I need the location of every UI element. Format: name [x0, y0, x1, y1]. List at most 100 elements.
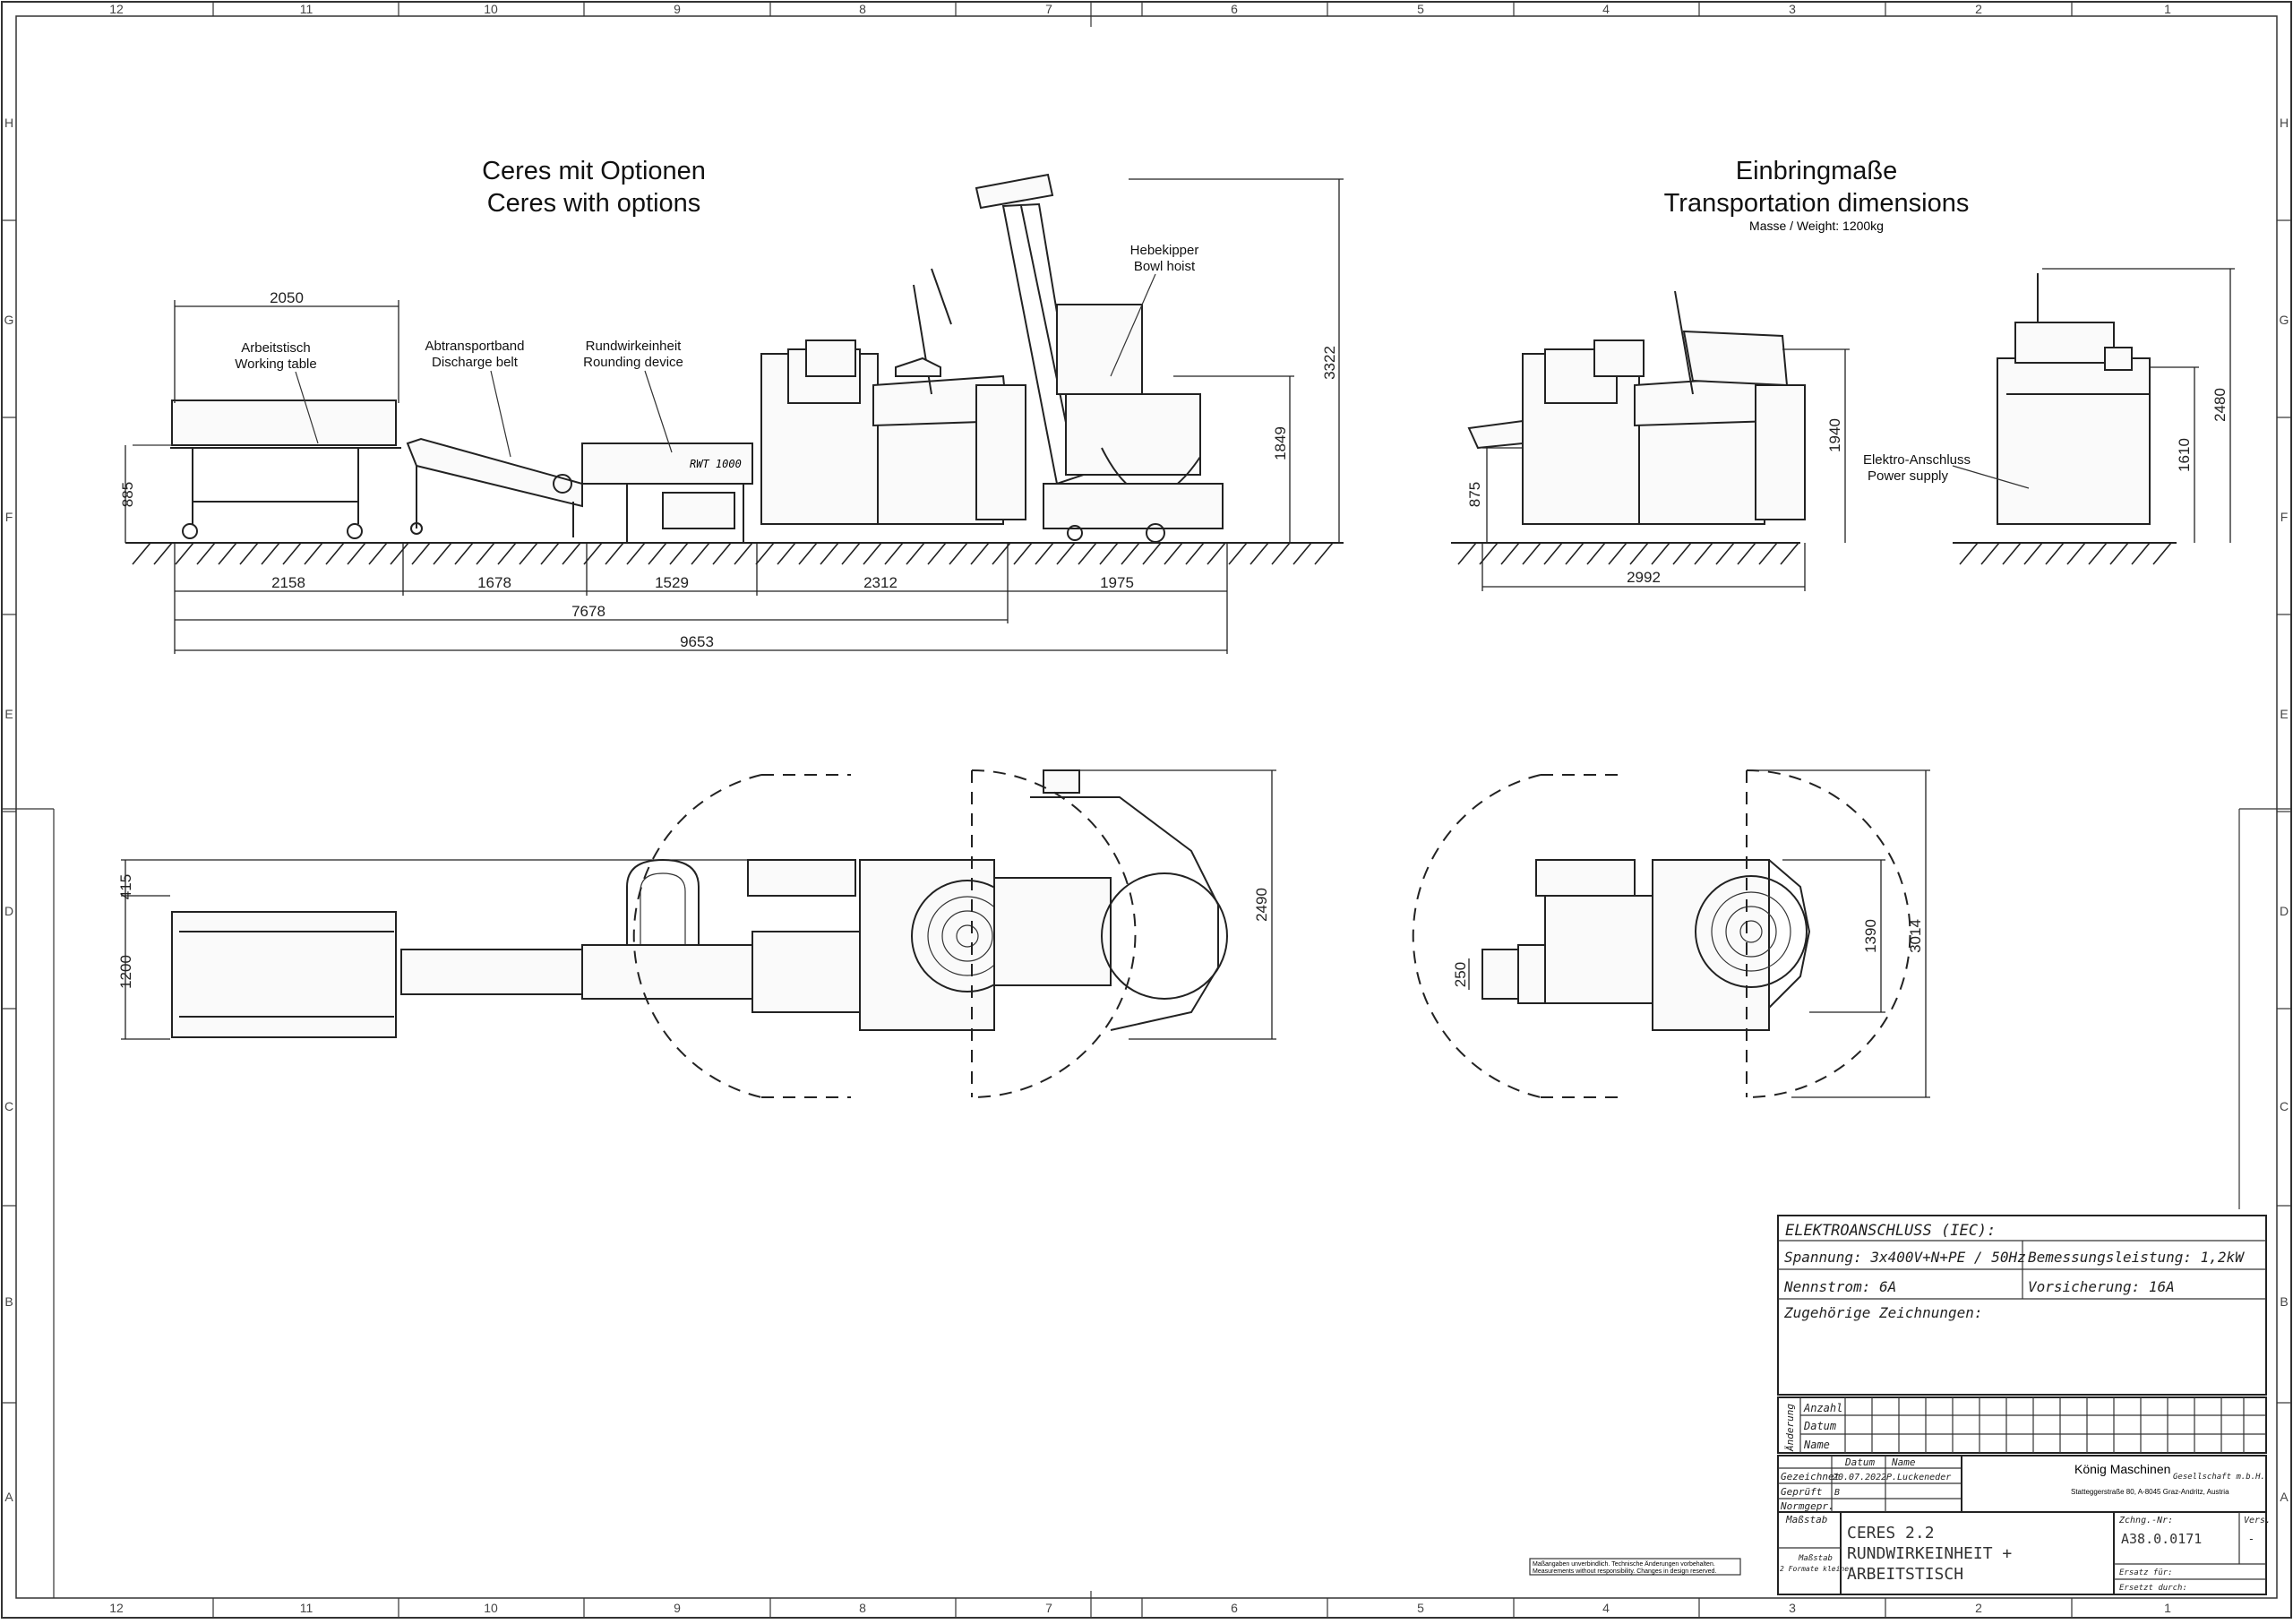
rounding-device: RWT 1000	[581, 443, 753, 543]
label-discharge-belt-en: Discharge belt	[432, 355, 519, 370]
title-block: Datum Name Gezeichnet 20.07.2022 P.Lucke…	[1777, 1455, 2271, 1595]
dim-transport-side-1: 1610	[2176, 438, 2193, 472]
dim-seg-5: 1975	[1100, 574, 1134, 591]
col-label: 10	[484, 1601, 498, 1615]
col-label: 5	[1417, 2, 1424, 16]
replaces-label: Ersatz für:	[2119, 1568, 2173, 1577]
col-label: 4	[1602, 1601, 1610, 1615]
col-label: 5	[1417, 1601, 1424, 1615]
transport-top-dimensions	[1468, 769, 1930, 1098]
dim-seg-2: 1678	[477, 574, 511, 591]
dim-top-width-total: 2490	[1253, 888, 1270, 922]
power-supply-en: Power supply	[1868, 468, 1949, 484]
col-label: 7	[1045, 2, 1052, 16]
side-view-title-en: Ceres with options	[487, 189, 701, 218]
revision-row-date: Datum	[1803, 1420, 1836, 1432]
col-label: 2	[1975, 2, 1982, 16]
transport-view: Einbringmaße Transportation dimensions M…	[1451, 157, 2235, 591]
transport-title-de: Einbringmaße	[1736, 157, 1898, 185]
col-label: 1	[2164, 2, 2171, 16]
col-label: 3	[1789, 2, 1796, 16]
row-label: D	[4, 904, 13, 918]
transport-dimensions	[1481, 268, 2235, 591]
discharge-belt	[406, 437, 583, 537]
format-label: Maßstab	[1798, 1554, 1833, 1563]
row-label: E	[2280, 707, 2288, 721]
col-label: 10	[484, 2, 498, 16]
dim-seg-1: 2158	[271, 574, 305, 591]
title-block-drawn-date: 20.07.2022	[1833, 1473, 1886, 1482]
dim-length-no-hoist: 7678	[571, 603, 605, 620]
col-label: 2	[1975, 1601, 1982, 1615]
company-address: Stattegger­straße 80, A-8045 Graz-Andrit…	[2071, 1488, 2229, 1496]
row-label: E	[4, 707, 13, 721]
electrical-fuse: Vorsicherung: 16A	[2028, 1278, 2175, 1295]
label-working-table-de: Arbeitstisch	[241, 340, 311, 356]
revision-row-name: Name	[1803, 1439, 1830, 1451]
related-drawings: Zugehörige Zeichnungen:	[1783, 1304, 1983, 1321]
transport-weight: Masse / Weight: 1200kg	[1749, 219, 1884, 233]
col-label: 9	[674, 2, 681, 16]
dim-transport-top-depth-1: 1390	[1862, 919, 1879, 953]
electrical-voltage: Spannung: 3x400V+N+PE / 50Hz	[1784, 1249, 2026, 1266]
drawing-number: A38.0.0171	[2121, 1531, 2202, 1547]
transport-title-en: Transportation dimensions	[1664, 189, 1970, 218]
col-label: 11	[300, 1601, 313, 1615]
revision-table: Änderung Anzahl Datum Name	[1777, 1396, 2267, 1454]
col-label: 9	[674, 1601, 681, 1615]
side-view-dimensions	[125, 178, 1344, 654]
dim-height-total: 3322	[1321, 346, 1338, 380]
scale-label: Maßstab	[1785, 1514, 1827, 1525]
dim-transport-height-mid: 1940	[1826, 418, 1843, 452]
version-value: -	[2248, 1533, 2254, 1545]
label-discharge-belt-de: Abtransportband	[425, 339, 525, 354]
label-rounding-device-en: Rounding device	[583, 355, 683, 370]
dim-seg-4: 2312	[863, 574, 897, 591]
electrical-rated-power: Bemessungsleistung: 1,2kW	[2028, 1249, 2245, 1266]
row-label: H	[2280, 116, 2289, 130]
dim-table-width: 2050	[270, 289, 304, 306]
working-table	[133, 400, 401, 539]
title-block-drawn-name: P.Luckeneder	[1886, 1473, 1951, 1482]
title-block-checked-value: B	[1834, 1488, 1840, 1498]
dim-transport-top-depth-2: 3014	[1907, 919, 1924, 953]
col-label: 7	[1045, 1601, 1052, 1615]
dim-top-offset: 415	[117, 874, 134, 899]
col-label: 12	[109, 1601, 124, 1615]
col-label: 6	[1231, 2, 1238, 16]
electrical-table: ELEKTROANSCHLUSS (IEC): Spannung: 3x400V…	[1777, 1215, 2267, 1396]
transport-top-view: 250 1390 3014	[1412, 769, 1930, 1098]
row-label: G	[2280, 313, 2289, 327]
col-label: 8	[859, 1601, 866, 1615]
row-label: G	[4, 313, 14, 327]
row-label: A	[2280, 1490, 2289, 1504]
electrical-header: ELEKTROANSCHLUSS (IEC):	[1785, 1222, 1996, 1240]
replaced-by-label: Ersetzt durch:	[2119, 1584, 2187, 1593]
label-working-table-en: Working table	[235, 357, 316, 372]
title-block-date-col: Datum	[1844, 1456, 1875, 1468]
ceres-machine	[760, 268, 1026, 525]
format-value: 2 Formate kleiner	[1780, 1565, 1853, 1573]
dim-height-machine: 1849	[1272, 426, 1289, 460]
row-label: A	[4, 1490, 13, 1504]
title-block-checked-label: Geprüft	[1781, 1486, 1823, 1498]
row-label: F	[2280, 510, 2289, 524]
row-label: B	[2280, 1294, 2288, 1309]
dim-transport-length: 2992	[1627, 569, 1661, 586]
dim-length-total: 9653	[680, 633, 714, 650]
title-block-norm-label: Normgepr.	[1780, 1500, 1834, 1512]
row-label: C	[2280, 1099, 2289, 1113]
revision-row-count: Anzahl	[1803, 1402, 1842, 1414]
electrical-rated-current: Nennstrom: 6A	[1783, 1278, 1896, 1295]
title-block-drawn-label: Gezeichnet	[1781, 1471, 1841, 1482]
row-label: B	[4, 1294, 13, 1309]
device-marking: RWT 1000	[690, 458, 742, 470]
company-suffix: Gesellschaft m.b.H.	[2173, 1473, 2265, 1482]
top-view: 415 1200 2490	[117, 769, 1276, 1098]
dim-transport-height-left: 875	[1466, 482, 1483, 507]
product-title-1: CERES 2.2	[1847, 1524, 1935, 1542]
dim-seg-3: 1529	[655, 574, 689, 591]
transport-ground	[1451, 542, 2177, 565]
